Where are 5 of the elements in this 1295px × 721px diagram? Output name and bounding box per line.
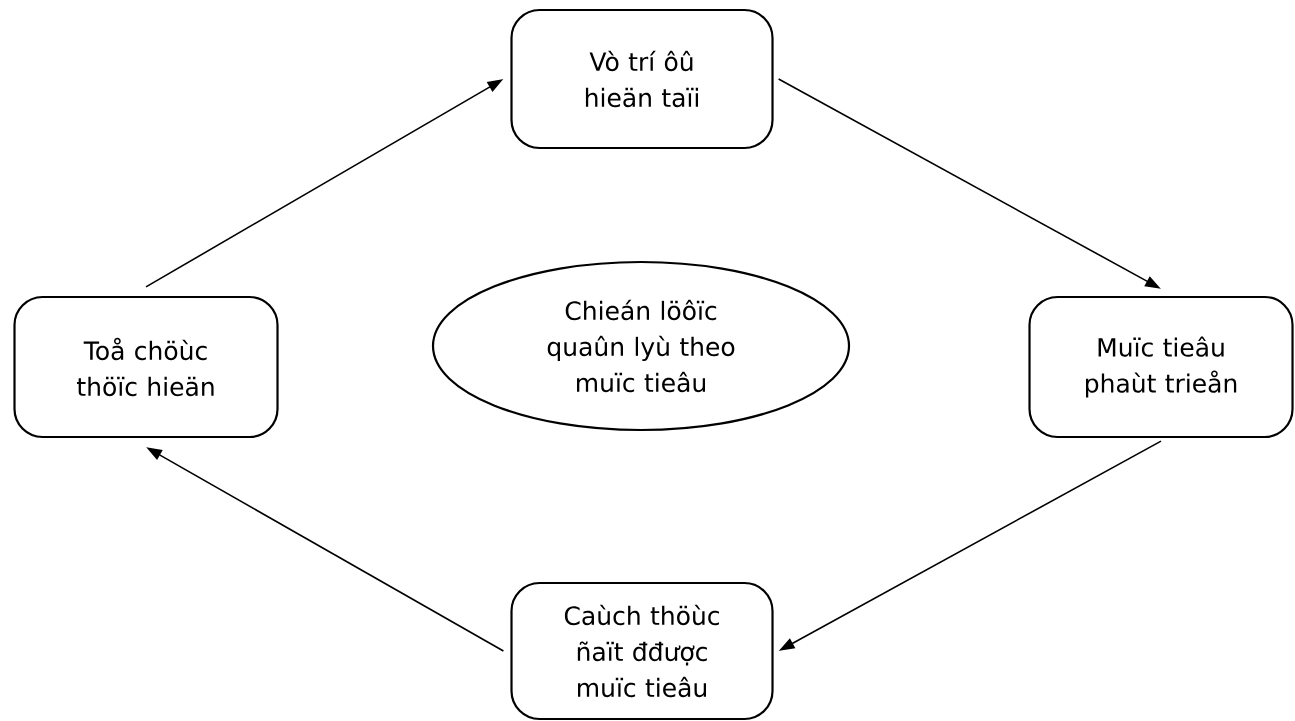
rounded-box: Muïc tieâu phaùt trieån [1028, 295, 1294, 439]
rounded-box: Vò trí ôû hieän taïi [510, 8, 774, 150]
rounded-box: Toå chöùc thöïc hieän [13, 295, 279, 439]
rounded-box: Caùch thöùc ñaït đđược muïc tieâu [510, 581, 774, 721]
ellipse-node: Chieán löôïc quaûn lyù theo muïc tieâu [431, 260, 851, 432]
